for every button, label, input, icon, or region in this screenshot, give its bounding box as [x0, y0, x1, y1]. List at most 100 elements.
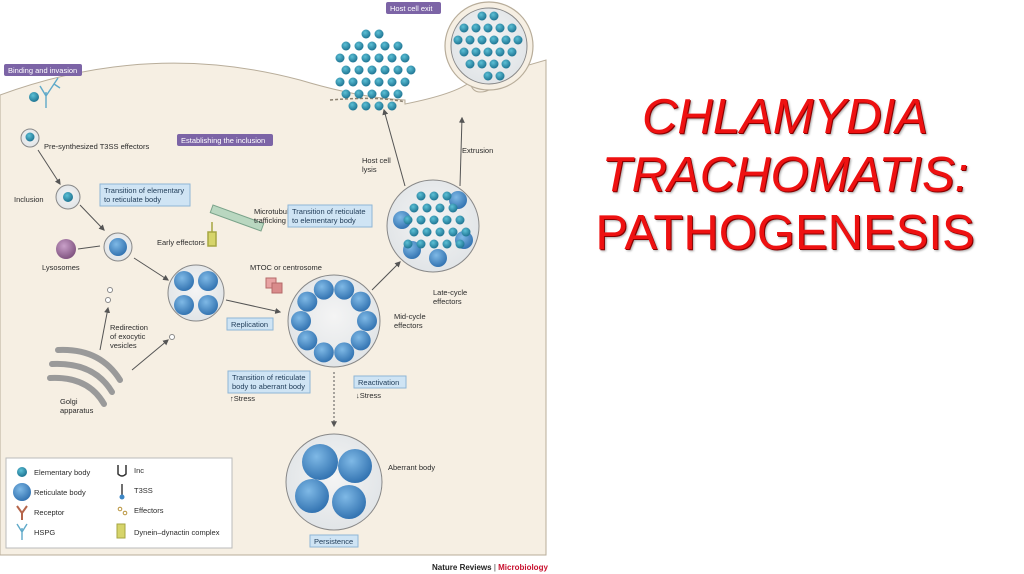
arrow-golgi-up	[99, 306, 111, 351]
box-rb-to-ab-line1: Transition of reticulate	[232, 373, 306, 382]
arrow-golgi-right	[131, 339, 169, 371]
extrusion-eb	[471, 47, 481, 57]
label-extrusion: Extrusion	[462, 146, 493, 155]
rb-4d	[198, 295, 218, 315]
late-eb	[409, 203, 419, 213]
label-inclusion: Inclusion	[14, 195, 44, 204]
late-eb	[422, 203, 432, 213]
late-eb	[403, 215, 413, 225]
label-golgi-2: apparatus	[60, 406, 94, 415]
lysis-eb	[341, 41, 351, 51]
late-eb	[448, 203, 458, 213]
tag-host-cell-exit: Host cell exit	[386, 2, 441, 14]
lysis-eb	[361, 53, 371, 63]
tag-establishing-text: Establishing the inclusion	[181, 136, 265, 145]
extrusion-eb	[477, 11, 487, 21]
extrusion-eb	[465, 59, 475, 69]
lysis-eb	[348, 77, 358, 87]
ring-rb	[350, 291, 371, 312]
inhibit-lysosome	[77, 245, 101, 250]
box-rb-to-ab-line2: body to aberrant body	[232, 382, 305, 391]
ring-rb	[313, 279, 334, 300]
rb-4a	[174, 271, 194, 291]
ring-rb	[313, 342, 334, 363]
title-line-2: TRACHOMATIS:	[601, 148, 969, 202]
box-reactivation-text: Reactivation	[358, 378, 399, 387]
box-persistence: Persistence	[309, 534, 359, 548]
label-host-lysis-1: Host cell	[362, 156, 391, 165]
ring-rb	[334, 342, 355, 363]
late-eb	[442, 191, 452, 201]
box-persistence-text: Persistence	[314, 537, 353, 546]
label-stress-down: ↓Stress	[356, 391, 381, 400]
lysis-eb	[400, 77, 410, 87]
lysis-eb	[341, 89, 351, 99]
lysis-eb	[387, 53, 397, 63]
label-t3ss-effectors: Pre-synthesized T3SS effectors	[44, 142, 149, 151]
extrusion-eb	[483, 71, 493, 81]
microtubule-bar	[209, 204, 265, 232]
arrow-4rb-to-ring	[225, 299, 282, 314]
lysis-eb	[380, 65, 390, 75]
lysis-eb	[367, 65, 377, 75]
lysis-eb	[348, 53, 358, 63]
late-eb	[416, 239, 426, 249]
lysis-eb	[374, 77, 384, 87]
extrusion-eb	[483, 23, 493, 33]
label-stress-up: ↑Stress	[230, 394, 255, 403]
lysis-eb	[400, 53, 410, 63]
legend-dynein: Dynein–dynactin complex	[134, 528, 220, 537]
extrusion-eb	[495, 23, 505, 33]
late-eb	[455, 215, 465, 225]
extrusion-eb	[501, 35, 511, 45]
late-eb	[416, 191, 426, 201]
arrow-invade-to-inclusion	[37, 149, 61, 186]
extrusion-eb	[501, 59, 511, 69]
tag-establishing-inclusion: Establishing the inclusion	[177, 134, 273, 146]
lysis-eb-cloud	[335, 29, 416, 111]
box-replication-text: Replication	[231, 320, 268, 329]
label-aberrant-body: Aberrant body	[388, 463, 435, 472]
lysis-eb	[361, 29, 371, 39]
label-early-effectors: Early effectors	[157, 238, 205, 247]
legend-hspg-icon	[16, 523, 28, 540]
late-eb	[409, 227, 419, 237]
lysis-eb	[361, 77, 371, 87]
box-reactivation: Reactivation	[353, 375, 407, 389]
extrusion-ebs	[453, 11, 523, 81]
tag-host-exit-text: Host cell exit	[390, 4, 433, 13]
late-eb	[455, 239, 465, 249]
extrusion-eb	[513, 35, 523, 45]
lysis-eb	[374, 101, 384, 111]
credit-separator: |	[491, 563, 499, 572]
credit-journal: Microbiology	[498, 563, 548, 572]
extrusion-eb	[477, 35, 487, 45]
arrow-ring-to-late	[371, 261, 401, 291]
label-microtubule-2: trafficking	[254, 216, 286, 225]
early-inclusion-eb	[63, 192, 73, 202]
lysis-eb	[387, 101, 397, 111]
late-eb	[416, 215, 426, 225]
label-midcycle-1: Mid-cycle	[394, 312, 426, 321]
arrow-inclusion-to-rb	[79, 204, 105, 231]
legend-eb-icon	[17, 467, 27, 477]
extrusion-eb	[489, 11, 499, 21]
label-lysosomes: Lysosomes	[42, 263, 80, 272]
invading-eb-core	[25, 132, 35, 142]
extrusion-eb	[477, 59, 487, 69]
lysis-eb	[354, 41, 364, 51]
lysis-eb	[374, 53, 384, 63]
extrusion-eb	[459, 23, 469, 33]
label-latecycle-2: effectors	[433, 297, 462, 306]
rb-inclusion-core	[109, 238, 127, 256]
lysis-eb	[354, 89, 364, 99]
hspg-receptor-group	[39, 77, 61, 108]
lysosome	[56, 239, 76, 259]
ab-1	[302, 444, 338, 480]
legend-effector-icon-1	[117, 506, 123, 512]
legend-receptor: Receptor	[34, 508, 65, 517]
lysis-eb	[393, 65, 403, 75]
ring-rb	[334, 279, 355, 300]
arrow-rb-to-4rb	[133, 257, 170, 281]
late-eb	[403, 239, 413, 249]
